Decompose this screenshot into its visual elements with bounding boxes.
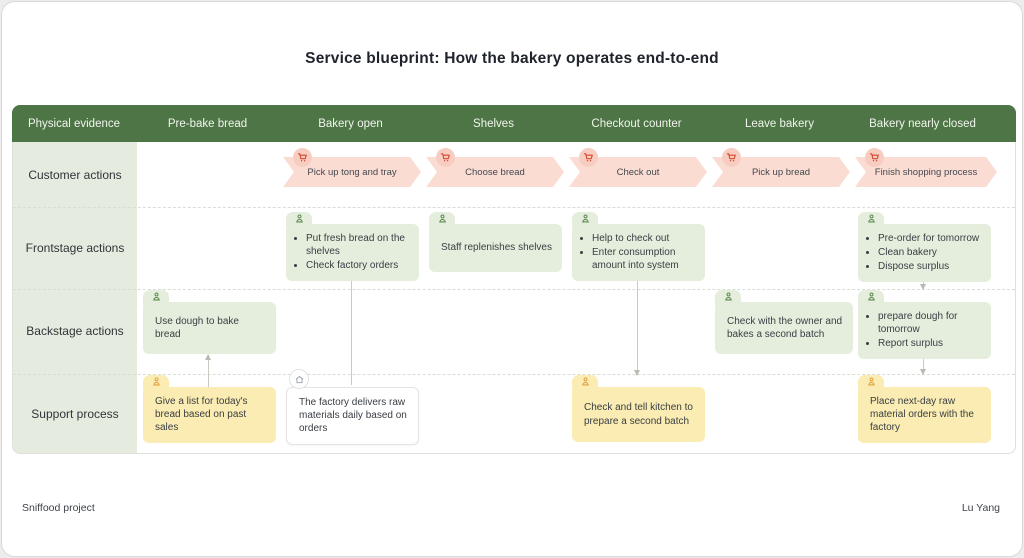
- backstage-card-leave-bakery: Check with the owner and bakes a second …: [715, 290, 853, 354]
- connector-arrow-down-checkout: [634, 276, 640, 376]
- person-icon: [715, 290, 741, 305]
- frontstage-card-checkout: Help to check out Enter consumption amou…: [572, 212, 705, 281]
- page-title: Service blueprint: How the bakery operat…: [305, 50, 719, 67]
- row-separator: [13, 207, 1015, 208]
- person-icon: [858, 212, 884, 227]
- person-icon: [858, 290, 884, 305]
- phase-header-row: Physical evidence Pre-bake bread Bakery …: [12, 105, 1016, 142]
- header-checkout-counter: Checkout counter: [591, 117, 682, 130]
- header-pre-bake-bread: Pre-bake bread: [167, 117, 248, 130]
- card-bullet: Report surplus: [878, 337, 983, 350]
- card-bullet: prepare dough for tomorrow: [878, 310, 983, 336]
- support-card-nearly-closed: Place next-day raw material orders with …: [858, 375, 991, 443]
- card-text: Give a list for today's bread based on p…: [155, 396, 248, 434]
- arrow-label: Pick up tong and tray: [307, 166, 397, 178]
- author-credit: Lu Yang: [961, 502, 1000, 514]
- row-label-frontstage-actions: Frontstage actions: [25, 241, 125, 255]
- connector-arrow-down-closed-1: [920, 278, 926, 290]
- cart-icon: [579, 148, 598, 167]
- connector-arrow-up-prebake: [205, 354, 211, 387]
- support-card-factory: The factory delivers raw materials daily…: [286, 369, 419, 445]
- person-icon: [143, 290, 169, 305]
- cart-icon: [436, 148, 455, 167]
- backstage-card-nearly-closed: prepare dough for tomorrow Report surplu…: [858, 290, 991, 359]
- header-bakery-nearly-closed: Bakery nearly closed: [869, 117, 976, 130]
- row-label-customer-actions: Customer actions: [28, 168, 122, 182]
- arrow-label: Finish shopping process: [874, 166, 978, 178]
- backstage-card-prebake: Use dough to bake bread: [143, 290, 276, 354]
- header-bakery-open: Bakery open: [318, 117, 383, 130]
- header-physical-evidence: Physical evidence: [27, 117, 121, 130]
- support-card-checkout: Check and tell kitchen to prepare a seco…: [572, 375, 705, 442]
- person-icon: [143, 375, 169, 390]
- arrow-label: Pick up bread: [751, 166, 811, 178]
- project-credit: Sniffood project: [22, 502, 95, 514]
- frontstage-card-nearly-closed: Pre-order for tomorrow Clean bakery Disp…: [858, 212, 991, 282]
- customer-action-arrow: Finish shopping process: [855, 157, 997, 187]
- arrow-label: Choose bread: [465, 166, 525, 178]
- card-text: Use dough to bake bread: [155, 315, 239, 340]
- factory-icon: [289, 369, 309, 389]
- frontstage-card-shelves: Staff replenishes shelves: [429, 212, 562, 272]
- card-text: Place next-day raw material orders with …: [870, 396, 974, 434]
- card-bullet: Clean bakery: [878, 246, 983, 259]
- row-label-support-process: Support process: [31, 407, 119, 421]
- header-leave-bakery: Leave bakery: [744, 117, 815, 130]
- card-text: The factory delivers raw materials daily…: [299, 397, 407, 435]
- row-label-backstage-actions: Backstage actions: [26, 324, 124, 338]
- card-bullet: Enter consumption amount into system: [592, 246, 697, 272]
- service-blueprint-table: Physical evidence Pre-bake bread Bakery …: [12, 105, 1016, 454]
- card-bullet: Put fresh bread on the shelves: [306, 232, 411, 258]
- cart-icon: [722, 148, 741, 167]
- card-bullet: Check factory orders: [306, 259, 411, 272]
- card-text: Check with the owner and bakes a second …: [727, 315, 843, 340]
- card-bullet: Help to check out: [592, 232, 697, 245]
- card-bullet: Pre-order for tomorrow: [878, 232, 983, 245]
- person-icon: [572, 375, 598, 390]
- arrow-label: Check out: [616, 166, 660, 178]
- person-icon: [286, 212, 312, 227]
- person-icon: [572, 212, 598, 227]
- header-shelves: Shelves: [473, 117, 514, 130]
- support-card-prebake: Give a list for today's bread based on p…: [143, 375, 276, 443]
- card-text: Check and tell kitchen to prepare a seco…: [584, 402, 693, 427]
- frontstage-card-bakery-open: Put fresh bread on the shelves Check fac…: [286, 212, 419, 281]
- cart-icon: [865, 148, 884, 167]
- card-bullet: Dispose surplus: [878, 260, 983, 273]
- row-separator: [13, 289, 1015, 290]
- blueprint-body: Customer actions Frontstage actions Back…: [12, 142, 1016, 454]
- row-separator: [13, 374, 1015, 375]
- card-text: Staff replenishes shelves: [441, 242, 552, 254]
- cart-icon: [293, 148, 312, 167]
- person-icon: [858, 375, 884, 390]
- connector-arrow-up-bakery-open: [348, 272, 354, 385]
- person-icon: [429, 212, 455, 227]
- connector-arrow-down-closed-2: [920, 355, 926, 375]
- row-label-column: [13, 142, 137, 453]
